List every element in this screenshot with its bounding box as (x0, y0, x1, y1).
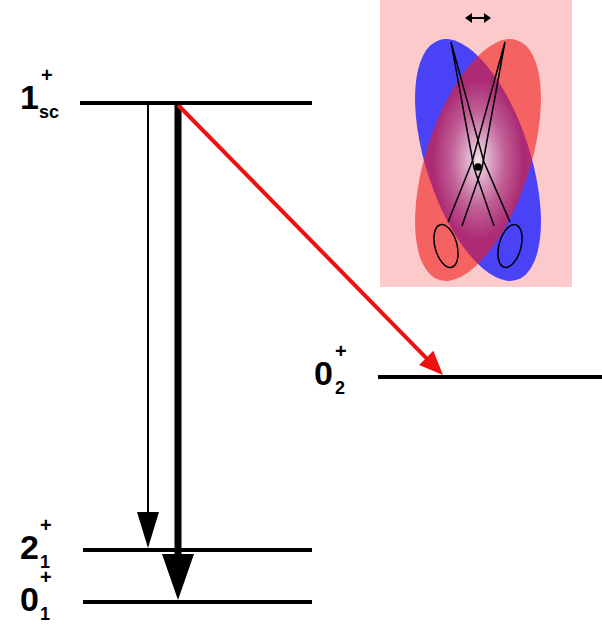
energy-level: 1sc+ (80, 101, 312, 105)
overlap-glow (433, 80, 523, 240)
arrow-head (419, 351, 443, 375)
transition-line (147, 105, 149, 519)
gamma-transition (178, 105, 443, 375)
level-superscript: + (335, 341, 347, 361)
level-label: 1 (20, 80, 39, 114)
transition-line (178, 105, 430, 361)
level-subscript: sc (39, 103, 59, 121)
transition-line (175, 105, 182, 563)
arrow-head (162, 554, 194, 600)
level-superscript: + (40, 515, 52, 535)
gamma-transition (162, 105, 194, 600)
energy-level: 01+ (83, 600, 312, 604)
level-label: 2 (20, 530, 39, 564)
level-subscript: 1 (40, 605, 50, 623)
double-arrow-symbol (465, 13, 491, 23)
scissors-outline (430, 42, 527, 270)
level-label: 0 (20, 582, 39, 616)
level-label: 0 (314, 356, 333, 390)
red-lobe (390, 24, 567, 296)
level-subscript: 2 (335, 379, 345, 397)
energy-level: 02+ (378, 375, 602, 379)
level-superscript: + (41, 65, 53, 85)
gamma-transition (137, 105, 159, 548)
energy-level: 21+ (83, 548, 312, 552)
blue-lobe (390, 24, 567, 296)
level-superscript: + (40, 567, 52, 587)
arrow-head (137, 512, 159, 548)
